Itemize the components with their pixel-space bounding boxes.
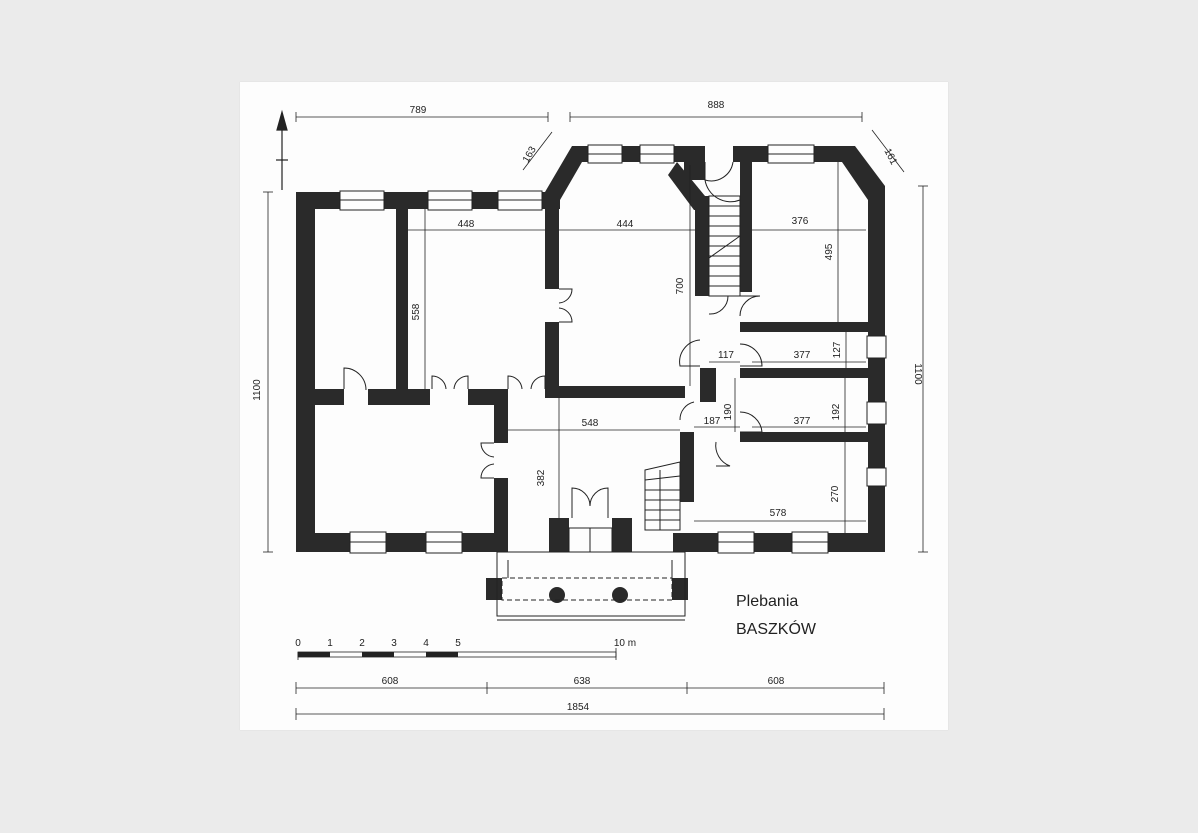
dim-corner-right: 161 (881, 147, 899, 167)
title-line-1: Plebania (736, 593, 798, 610)
dim-room4-depth: 127 (832, 341, 843, 358)
dim-room2-depth: 700 (675, 277, 686, 294)
dim-corner-left: 163 (521, 144, 539, 164)
dim-bottom-total: 1854 (567, 702, 590, 713)
dimension-lines (263, 112, 928, 720)
floor-plan-drawing: 789 888 163 161 1100 1100 608 638 608 18… (252, 100, 928, 720)
scale-tick-0: 0 (295, 638, 301, 649)
north-arrow-icon (276, 109, 288, 190)
dim-corridor-width: 117 (718, 350, 734, 361)
dim-passage-b: 190 (723, 403, 734, 420)
dim-bottom-2: 638 (574, 676, 591, 687)
dim-left-height: 1100 (252, 379, 263, 401)
floor-plan-sheet: 789 888 163 161 1100 1100 608 638 608 18… (240, 82, 948, 730)
scale-tick-2: 2 (359, 638, 365, 649)
dim-room7-depth: 270 (830, 485, 841, 502)
dim-room6-depth: 192 (831, 403, 842, 420)
dim-room2-width: 444 (617, 219, 634, 230)
plan-title: Plebania BASZKÓW (736, 593, 817, 638)
dim-room4-width: 377 (794, 350, 811, 361)
windows (339, 144, 887, 554)
title-line-2: BASZKÓW (736, 619, 817, 638)
dim-room1-width: 448 (458, 219, 475, 230)
porch (496, 527, 686, 621)
scale-tick-1: 1 (327, 638, 333, 649)
dim-top-left: 789 (410, 105, 427, 116)
dim-top-right: 888 (708, 100, 725, 111)
scale-end-label: 10 m (614, 638, 636, 649)
dim-bottom-3: 608 (768, 676, 785, 687)
dim-room1-depth: 558 (411, 303, 422, 320)
dim-passage-a: 187 (704, 416, 721, 427)
dim-hall-width: 548 (582, 418, 599, 429)
scale-tick-3: 3 (391, 638, 397, 649)
scale-tick-4: 4 (423, 638, 429, 649)
dim-room3-depth: 495 (824, 243, 835, 260)
dim-room7-width: 578 (770, 508, 787, 519)
dim-hall-depth: 382 (536, 469, 547, 486)
dim-right-height: 1100 (912, 363, 923, 385)
dim-room3-width: 376 (792, 216, 809, 227)
doors (343, 161, 763, 518)
dim-room6-width: 377 (794, 416, 811, 427)
scale-bar: 0 1 2 3 4 5 10 m (295, 638, 636, 660)
scale-tick-5: 5 (455, 638, 461, 649)
dimension-labels: 789 888 163 161 1100 1100 608 638 608 18… (252, 100, 923, 713)
staircase (644, 195, 741, 531)
dim-bottom-1: 608 (382, 676, 399, 687)
